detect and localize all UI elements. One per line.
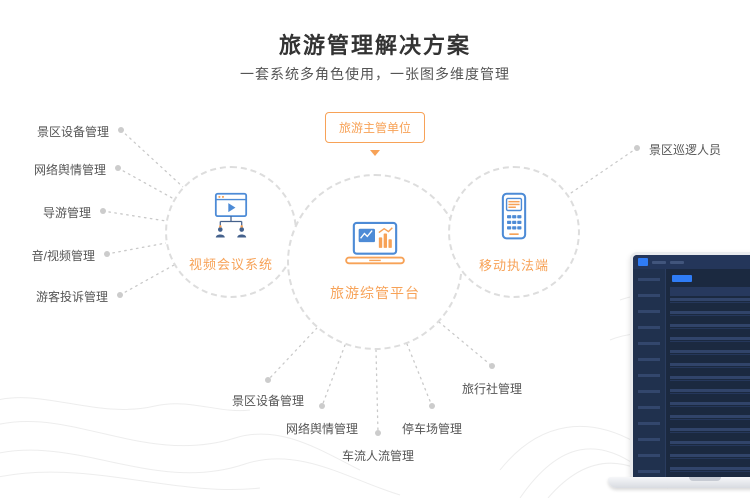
dashboard-screenshot bbox=[630, 252, 750, 477]
laptop-base bbox=[608, 477, 750, 488]
video-conference-icon bbox=[202, 192, 260, 247]
bottom-label-opinion: 网络舆情管理 bbox=[285, 422, 359, 436]
node-mobile-terminal: 移动执法端 bbox=[448, 166, 580, 298]
dashboard-logo bbox=[638, 258, 648, 266]
bottom-label-parking: 停车场管理 bbox=[401, 422, 463, 436]
authority-badge: 旅游主管单位 bbox=[324, 112, 426, 143]
dashboard-topbar bbox=[633, 255, 750, 269]
badge-arrow-down-icon bbox=[370, 150, 380, 156]
bottom-label-agency: 旅行社管理 bbox=[461, 382, 523, 396]
node-video-conference: 视频会议系统 bbox=[165, 166, 297, 298]
page-title: 旅游管理解决方案 bbox=[278, 33, 471, 58]
node-platform-label: 旅游综管平台 bbox=[330, 285, 420, 301]
bottom-label-equipment: 景区设备管理 bbox=[231, 394, 305, 408]
left-label-guide: 导游管理 bbox=[42, 206, 91, 220]
laptop-notch bbox=[689, 477, 721, 481]
bottom-label-traffic: 车流人流管理 bbox=[341, 449, 415, 463]
right-label-patrol: 景区巡逻人员 bbox=[649, 143, 722, 157]
dashboard-sidebar bbox=[633, 269, 666, 477]
laptop-mockup bbox=[608, 252, 750, 488]
dashboard-main bbox=[666, 269, 750, 477]
left-label-av: 音/视频管理 bbox=[31, 249, 95, 263]
left-label-equipment: 景区设备管理 bbox=[36, 125, 109, 139]
mobile-terminal-icon bbox=[493, 191, 535, 248]
left-label-complaint: 游客投诉管理 bbox=[35, 290, 108, 304]
node-platform: 旅游综管平台 bbox=[287, 174, 463, 350]
platform-laptop-icon bbox=[340, 221, 410, 276]
dashboard-table-rows bbox=[670, 296, 750, 473]
page-subtitle: 一套系统多角色使用，一张图多维度管理 bbox=[240, 66, 510, 82]
left-label-opinion: 网络舆情管理 bbox=[33, 163, 106, 177]
node-mobile-terminal-label: 移动执法端 bbox=[478, 257, 549, 273]
dashboard-button bbox=[672, 275, 692, 282]
node-video-conference-label: 视频会议系统 bbox=[188, 256, 273, 272]
dashboard-table-header bbox=[670, 287, 750, 296]
